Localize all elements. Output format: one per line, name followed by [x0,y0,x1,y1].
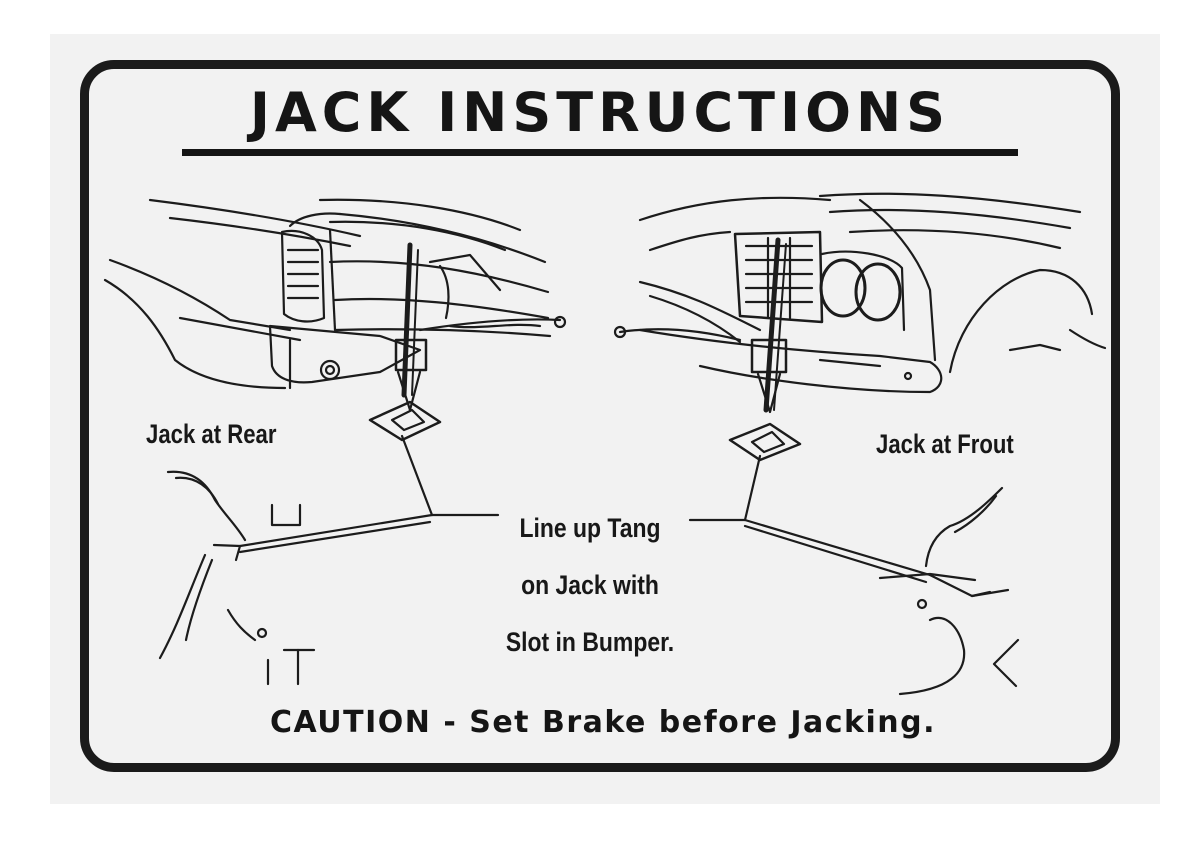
front-slot-detail [743,486,1020,696]
decal-sheet [50,34,1160,804]
decal-border [80,60,1120,772]
page-title: JACK INSTRUCTIONS [249,81,951,144]
rear-car-illustration [103,198,567,442]
tang-alignment-note: Line up Tang on Jack with Slot in Bumper… [497,500,684,671]
caution-text: CAUTION - Set Brake before Jacking. [269,705,937,740]
tang-note-line-3: Slot in Bumper. [505,627,675,657]
tang-note-line-1: Line up Tang [519,513,661,543]
title-underline [182,149,1018,156]
jack-at-rear-label: Jack at Rear [146,419,277,449]
front-car-illustration [613,192,1107,462]
tang-note-line-2: on Jack with [521,570,659,600]
jack-at-front-label: Jack at Frout [876,429,1014,459]
leader-lines [400,434,762,522]
rear-slot-detail [158,470,434,686]
